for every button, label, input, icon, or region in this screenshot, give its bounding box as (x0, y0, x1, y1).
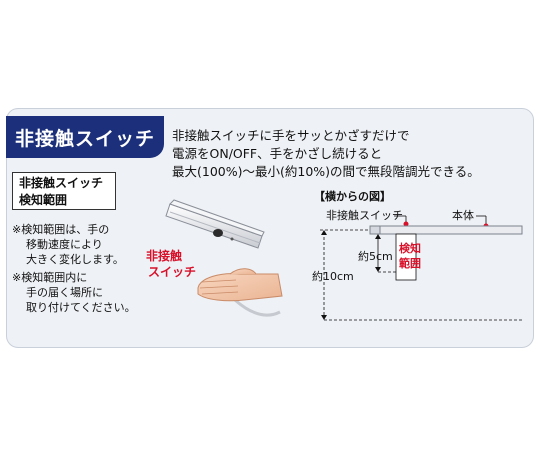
feature-description: 非接触スイッチに手をサッとかざすだけで 電源をON/OFF、手をかざし続けると … (172, 127, 532, 181)
body-label: 本体 (452, 208, 474, 222)
detection-range-label-box: 非接触スイッチ 検知範囲 (12, 172, 116, 210)
sensor-indicator-icon (230, 237, 234, 241)
sensor-icon (213, 229, 223, 237)
feature-title: 非接触スイッチ (6, 116, 164, 158)
note-line: ※検知範囲内に (12, 271, 88, 284)
hand-sensor-illustration: 非接触 スイッチ (146, 199, 283, 317)
light-body (369, 225, 523, 235)
range-box-line: 検知範囲 (19, 193, 68, 207)
dim-5cm-label: 約5cm (358, 249, 393, 263)
switch-point-marker (403, 221, 409, 227)
dim-10cm-label: 約10cm (312, 269, 354, 283)
description-line: 非接触スイッチに手をサッとかざすだけで (172, 128, 410, 143)
illustration-label-line2: スイッチ (148, 265, 196, 279)
light-bar (165, 199, 265, 249)
cable (234, 298, 281, 317)
detection-label-line2: 範囲 (399, 256, 421, 270)
hand-icon (197, 268, 283, 302)
note-line: 取り付けてください。 (26, 301, 136, 314)
note-line: 手の届く場所に (26, 286, 103, 299)
description-line: 最大(100%)〜最小(約10%)の間で無段階調光できる。 (172, 164, 480, 179)
side-view-diagram: 【横からの図】 非接触スイッチ 本体 検知 範囲 約5cm 約10cm (312, 189, 523, 321)
note-speed: ※検知範囲は、手の 移動速度により 大きく変化します。 (12, 222, 124, 267)
illustration-label-line1: 非接触 (146, 248, 182, 263)
detection-label-line1: 検知 (399, 241, 421, 255)
note-line: ※検知範囲は、手の (12, 223, 110, 236)
note-line: 大きく変化します。 (26, 253, 124, 266)
description-line: 電源をON/OFF、手をかざし続けると (172, 146, 383, 161)
note-line: 移動速度により (26, 238, 103, 251)
detection-area (395, 233, 417, 281)
diagram-title: 【横からの図】 (314, 189, 391, 203)
note-mounting: ※検知範囲内に 手の届く場所に 取り付けてください。 (12, 270, 136, 315)
switch-label: 非接触スイッチ (326, 208, 403, 222)
range-box-line: 非接触スイッチ (19, 176, 104, 190)
